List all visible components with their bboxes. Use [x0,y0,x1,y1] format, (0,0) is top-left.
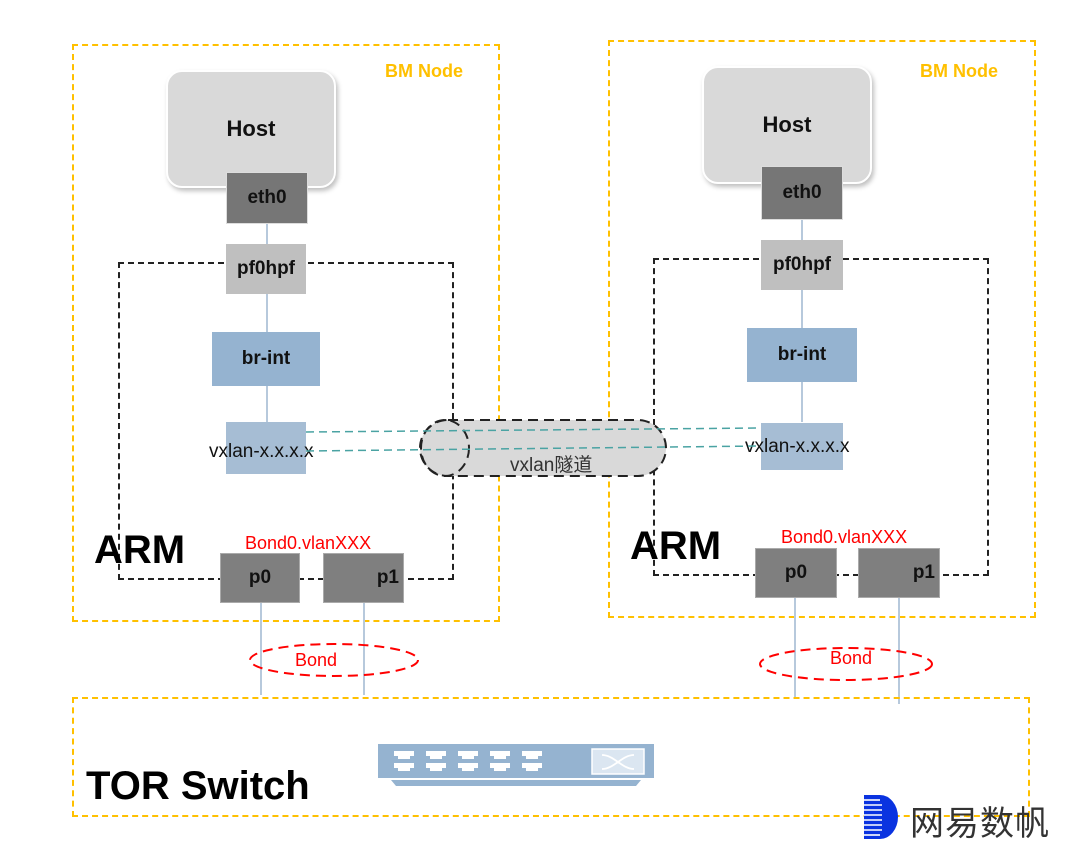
right-arm-label: ARM [630,524,722,568]
right-p0-uplink [794,598,796,698]
right-pf0hpf: pf0hpf [761,240,843,290]
left-br-link [266,386,268,422]
left-arm-label: ARM [94,528,186,572]
right-port-p1: p1 [858,548,940,598]
left-bond0-label: Bond0.vlanXXX [245,533,372,553]
left-eth0-link [266,224,268,244]
left-eth0: eth0 [226,172,308,224]
right-bond-label: Bond [830,648,873,668]
right-eth0-link [801,220,803,240]
right-pf-link [801,290,803,328]
right-br-int: br-int [747,328,857,382]
left-host: Host [166,70,336,188]
left-vxlan-box [226,422,306,474]
netease-shufan-logo-text: 网易数帆 [910,805,1050,843]
right-host: Host [702,66,872,184]
right-bond-ellipse [759,647,933,681]
right-eth0: eth0 [761,166,843,220]
tor-switch-boundary [72,697,1030,817]
tunnel-link-lower [305,445,762,452]
left-bm-node-label: BM Node [385,61,463,81]
left-bond-ellipse [249,643,419,677]
right-vxlan-label: vxlan-x.x.x.x [745,436,850,457]
right-br-link [801,382,803,422]
right-port-p0: p0 [755,548,837,598]
netease-shufan-logo-icon [864,795,898,839]
left-bm-node-boundary [72,44,500,622]
left-vxlan-label: vxlan-x.x.x.x [209,441,314,462]
vxlan-tunnel-left-end [420,419,470,477]
left-pf0hpf: pf0hpf [226,244,306,294]
left-pf-link [266,294,268,332]
vxlan-tunnel-label: vxlan隧道 [510,455,593,476]
left-p1-uplink [363,603,365,695]
left-br-int: br-int [212,332,320,386]
right-bm-node-label: BM Node [920,61,998,81]
right-bond0-label: Bond0.vlanXXX [781,527,908,547]
left-port-p1: p1 [323,553,404,603]
right-vxlan-box [761,423,843,470]
left-p0-uplink [260,603,262,695]
left-bond-label: Bond [295,650,338,670]
left-port-p0: p0 [220,553,300,603]
tor-switch-label: TOR Switch [86,764,310,808]
switch-device-icon [378,744,654,786]
tunnel-link-upper [305,427,762,433]
right-bm-node-boundary [608,40,1036,618]
